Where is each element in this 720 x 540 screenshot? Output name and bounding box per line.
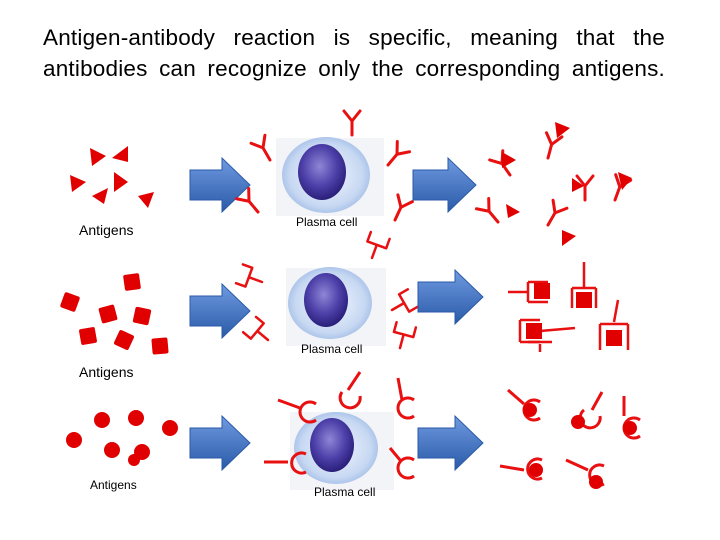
antigen-triangle: [92, 188, 108, 204]
antigen-circle: [94, 412, 110, 428]
antigen-square: [114, 330, 134, 350]
antigen-triangle: [112, 146, 128, 162]
antigens-label-row-3: Antigens: [90, 478, 137, 492]
antigen-triangle: [138, 192, 154, 208]
arrow-3a: [189, 414, 251, 472]
antigen-circle: [66, 432, 82, 448]
antigen-square: [60, 292, 80, 312]
arrow-1a: [189, 156, 251, 214]
bound-complexes-1: [474, 122, 633, 246]
title-line-2: antibodies can recognize only the corres…: [43, 56, 665, 81]
antigen-square: [132, 306, 152, 326]
antigen-triangle: [70, 175, 86, 192]
bound-complexes-3: [499, 388, 641, 489]
antigen-triangle: [90, 148, 106, 166]
row-1: [70, 109, 633, 246]
antigens-label-row-1: Antigens: [79, 222, 134, 238]
antigen-circle: [104, 442, 120, 458]
arrow-2a: [189, 282, 251, 340]
plasma-cell-label-row-1: Plasma cell: [296, 215, 358, 229]
antigen-square: [79, 327, 97, 345]
plasma-cell-1: [276, 137, 384, 216]
antigen-square: [151, 337, 169, 355]
plasma-cell-3: [290, 412, 394, 490]
antigen-circle: [162, 420, 178, 436]
antigen-circle: [128, 410, 144, 426]
antibodies-free-3: [264, 371, 415, 480]
plasma-cell-label-row-2: Plasma cell: [301, 342, 363, 356]
arrow-3b: [417, 414, 484, 472]
row-3: [66, 371, 641, 490]
arrow-2b: [417, 268, 484, 326]
antigens-label-row-2: Antigens: [79, 364, 134, 380]
antigen-circle: [128, 454, 140, 466]
antigen-triangle: [114, 172, 128, 192]
antigen-square: [98, 304, 118, 324]
bound-complexes-2: [508, 262, 630, 352]
row-2: [60, 230, 630, 355]
title-line-1: Antigen-antibody reaction is specific, m…: [43, 25, 665, 50]
plasma-cell-label-row-3: Plasma cell: [314, 485, 376, 499]
plasma-cell-2: [286, 267, 386, 346]
arrow-1b: [412, 156, 477, 214]
antigen-group-squares: [60, 273, 169, 355]
antigen-square: [123, 273, 141, 291]
antigen-group-triangles: [70, 146, 154, 208]
page-title: Antigen-antibody reaction is specific, m…: [43, 22, 665, 84]
antigen-group-circles: [66, 410, 178, 466]
